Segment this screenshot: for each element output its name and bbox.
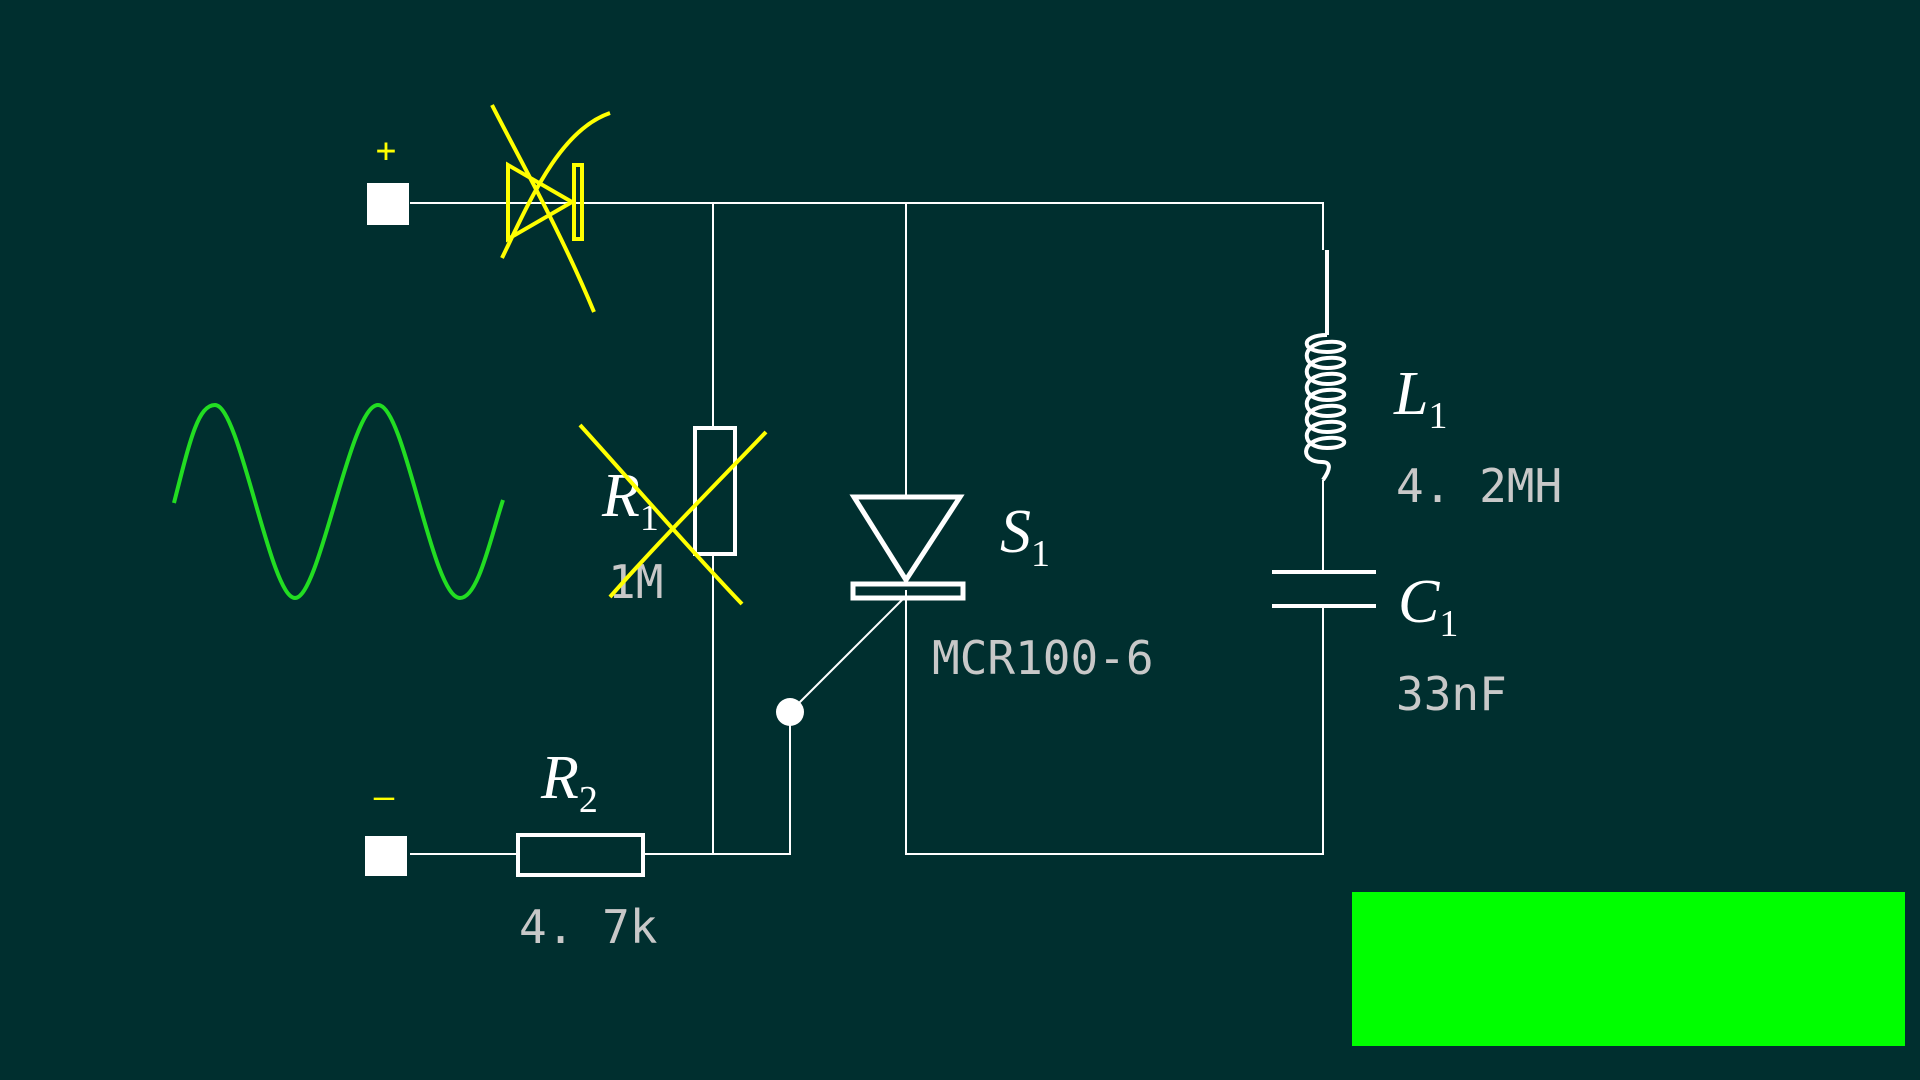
- gate-junction-dot: [776, 698, 804, 726]
- r2-resistor-body[interactable]: [516, 833, 645, 877]
- positive-terminal[interactable]: [367, 183, 409, 225]
- s1-value: MCR100-6: [932, 631, 1154, 685]
- negative-terminal[interactable]: [365, 836, 407, 876]
- bottom-rail-wire: [905, 590, 1324, 855]
- gate-return-wire: [643, 712, 791, 855]
- wires: [410, 202, 1324, 855]
- sine-wave-icon: [172, 402, 505, 601]
- gate-lead-wire: [789, 595, 907, 713]
- negative-terminal-label: –: [374, 777, 395, 817]
- s1-designator: S1: [1000, 498, 1050, 575]
- inductor-coil-icon[interactable]: [1304, 250, 1347, 482]
- capacitor-icon[interactable]: [1272, 570, 1376, 608]
- positive-terminal-label: +: [376, 131, 396, 171]
- thyristor-icon[interactable]: [849, 494, 966, 601]
- r2-value: 4. 7k: [519, 900, 657, 954]
- r1-value: 1M: [608, 555, 663, 609]
- r1-designator: R1: [601, 462, 659, 539]
- top-rail-wire: [410, 202, 1324, 250]
- r1-cross-mark: [578, 423, 768, 606]
- c1-value: 33nF: [1396, 667, 1507, 721]
- diode-cross-mark: [490, 104, 611, 313]
- green-highlight-box: [1352, 892, 1905, 1046]
- r2-designator: R2: [540, 744, 598, 821]
- l1-designator: L1: [1393, 360, 1447, 437]
- c1-designator: C1: [1398, 568, 1458, 645]
- diode-icon[interactable]: [490, 104, 611, 313]
- r1-resistor-body[interactable]: [693, 426, 737, 556]
- l1-value: 4. 2MH: [1396, 459, 1562, 513]
